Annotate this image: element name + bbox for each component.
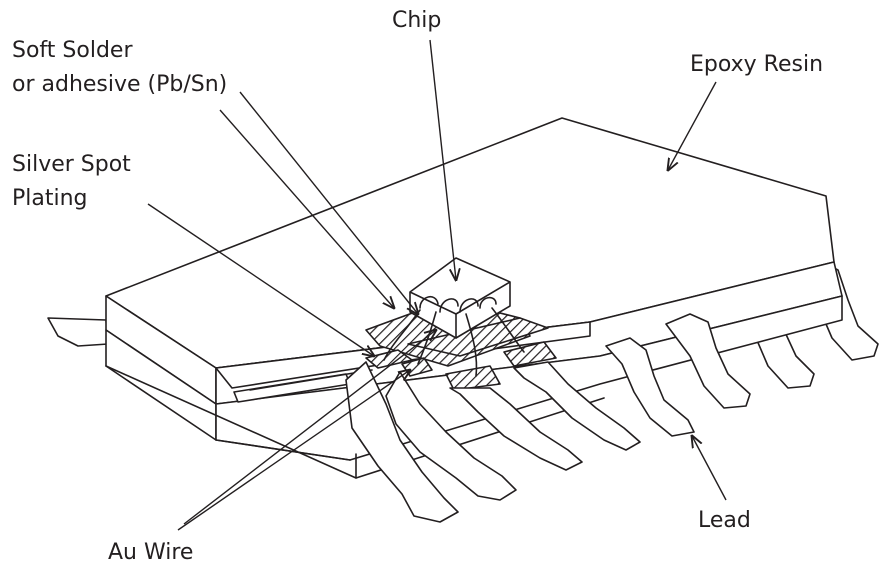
epoxy-resin-pointer [668, 81, 717, 170]
leads-front [345, 313, 751, 523]
au-wire-pointer [177, 370, 410, 531]
au-wire-path [465, 313, 478, 377]
soft-solder-label-line1: Soft Solder [12, 38, 133, 63]
soft-solder-pointer [219, 109, 394, 308]
bond-wire [459, 298, 479, 313]
die-pad-hatched [407, 317, 549, 357]
lead-left [47, 317, 109, 347]
bond-wire [439, 298, 459, 313]
silver-spot-pad-3 [445, 365, 501, 391]
au-wire-path [491, 307, 525, 353]
soft-solder-pointer-2 [239, 91, 418, 314]
silver-spot-pad-4 [503, 341, 557, 367]
au-wire-label: Au Wire [108, 540, 194, 565]
au-wire-pointer-2 [183, 330, 436, 525]
lead-label: Lead [698, 508, 751, 533]
epoxy-resin-label: Epoxy Resin [690, 52, 824, 77]
silver-spot-pointer [147, 203, 374, 356]
silver-spot-label-line2: Plating [12, 186, 88, 211]
lead-pointer [692, 436, 727, 501]
silver-spot-label-line1: Silver Spot [12, 152, 131, 177]
label-pointers [147, 39, 727, 531]
soft-solder-label-line2: or adhesive (Pb/Sn) [12, 72, 228, 97]
bond-wire [479, 296, 497, 309]
bond-wire [419, 296, 439, 309]
chip-label: Chip [392, 8, 442, 33]
chip-pointer [429, 39, 456, 280]
